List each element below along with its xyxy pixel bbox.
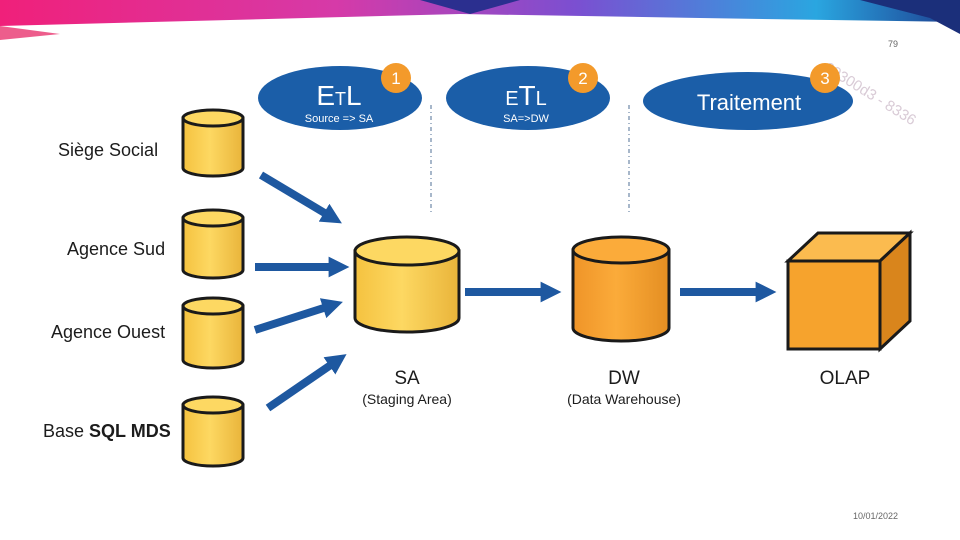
svg-text:ETL: ETL bbox=[316, 80, 361, 111]
step-traitement-3: Traitement 3 bbox=[643, 63, 853, 130]
source-db-ouest bbox=[181, 296, 245, 370]
step2-title-l: L bbox=[536, 88, 547, 110]
source-label-sud: Agence Sud bbox=[67, 239, 165, 259]
step1-title-t: T bbox=[335, 89, 346, 109]
step1-subtitle: Source => SA bbox=[305, 113, 374, 125]
step2-badge bbox=[568, 63, 598, 93]
step2-title-e: E bbox=[505, 88, 518, 110]
sa-description: (Staging Area) bbox=[362, 391, 452, 407]
step3-badge bbox=[810, 63, 840, 93]
dw-name: DW bbox=[608, 368, 640, 389]
etl-diagram: 60300d3 - 8336 - cbfacao 3 - educ algeri… bbox=[33, 50, 918, 476]
source-label-ouest: Agence Ouest bbox=[51, 322, 165, 342]
source-db-siege bbox=[181, 108, 245, 178]
step-etl-1: ETL Source => SA 1 bbox=[258, 63, 422, 130]
slide-number: 79 bbox=[887, 39, 898, 49]
staging-area-db bbox=[353, 235, 461, 334]
data-warehouse-db bbox=[571, 235, 671, 343]
source-db-base bbox=[181, 395, 245, 468]
slide-date: 10/01/2022 bbox=[852, 511, 898, 521]
arrow-siege-to-sa bbox=[258, 171, 342, 224]
step3-title: Traitement bbox=[697, 90, 801, 115]
sa-name: SA bbox=[394, 368, 420, 389]
step1-badge bbox=[381, 63, 411, 93]
step3-badge-number: 3 bbox=[820, 69, 829, 88]
source-label-siege: Siège Social bbox=[58, 140, 158, 160]
dw-description: (Data Warehouse) bbox=[567, 391, 681, 407]
arrow-base-to-sa bbox=[265, 354, 347, 412]
top-decoration bbox=[0, 0, 960, 40]
step2-title-t: T bbox=[519, 80, 536, 111]
step-etl-2: ETL SA=>DW 2 bbox=[446, 63, 610, 130]
source-db-sud bbox=[181, 208, 245, 280]
step2-badge-number: 2 bbox=[578, 69, 587, 88]
step1-title-l: L bbox=[346, 80, 362, 111]
source-label-base: Base SQL MDS bbox=[43, 421, 171, 441]
arrow-ouest-to-sa bbox=[253, 298, 343, 334]
step2-subtitle: SA=>DW bbox=[503, 113, 549, 125]
olap-cube bbox=[784, 229, 914, 353]
svg-text:ETL: ETL bbox=[505, 80, 547, 111]
olap-name: OLAP bbox=[820, 368, 871, 389]
step1-badge-number: 1 bbox=[391, 69, 400, 88]
step1-title-e: E bbox=[316, 80, 335, 111]
